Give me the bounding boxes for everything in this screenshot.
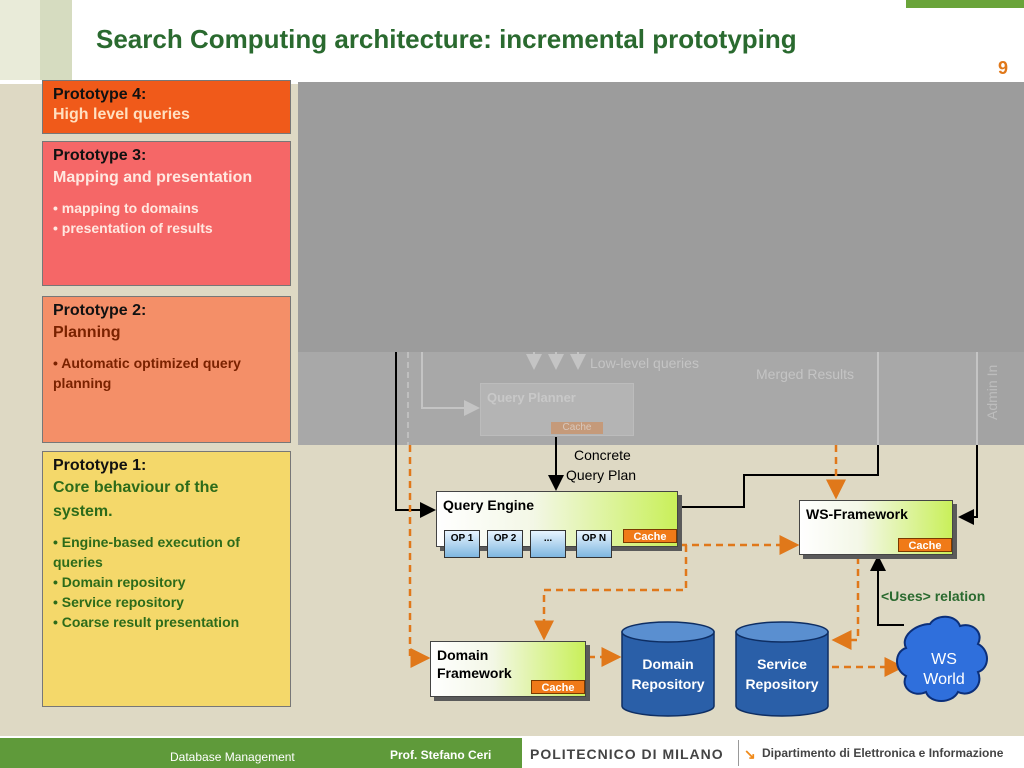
- low-level-queries-label: Low-level queries: [590, 355, 699, 371]
- slide-title: Search Computing architecture: increment…: [96, 24, 797, 54]
- footer-department: Dipartimento di Elettronica e Informazio…: [762, 746, 1004, 760]
- prototype-subtitle: Mapping and presentation: [53, 169, 253, 186]
- service-repository-cylinder: [735, 621, 829, 717]
- side-stripe-accent: [40, 0, 72, 80]
- arrow-icon: ↘: [744, 746, 756, 762]
- hidden-layers-overlay: [298, 82, 1024, 352]
- domain-framework-box: Domain Framework Cache: [430, 641, 586, 697]
- footer-author: Prof. Stefano Ceri: [390, 748, 492, 762]
- query-planner-box: Query Planner Cache: [480, 383, 634, 436]
- bullet-item: • Automatic optimized query planning: [53, 355, 241, 391]
- ws-framework-box: WS-Framework Cache: [799, 500, 953, 555]
- operator-op2: OP 2: [487, 530, 523, 558]
- planner-cache-badge: Cache: [551, 422, 603, 434]
- prototype-3-panel: Prototype 3: Mapping and presentation • …: [42, 141, 291, 286]
- prototype-2-panel: Prototype 2: Planning • Automatic optimi…: [42, 296, 291, 443]
- bullet-item: • Coarse result presentation: [53, 614, 240, 630]
- top-accent-bar: [906, 0, 1024, 8]
- prototype-heading: Prototype 3:: [53, 147, 147, 164]
- hidden-layers-overlay-side: [977, 352, 1024, 445]
- domain-repository-cylinder: [621, 621, 715, 717]
- prototype-bullets: • Automatic optimized query planning: [53, 353, 280, 393]
- ws-world-label: WS World: [923, 651, 965, 688]
- ws-framework-label: WS-Framework: [806, 506, 908, 522]
- prototype-bullets: • Engine-based execution of queries • Do…: [53, 532, 280, 632]
- footer-course: Database Management: [170, 750, 295, 764]
- prototype-subtitle: Planning: [53, 324, 121, 341]
- admin-interface-label: Admin In: [984, 364, 1000, 420]
- side-stripe: [0, 0, 40, 80]
- ws-framework-cache-badge: Cache: [898, 538, 952, 552]
- domain-framework-cache-badge: Cache: [531, 680, 585, 694]
- bullet-item: • mapping to domains: [53, 200, 199, 216]
- merged-results-label: Merged Results: [756, 366, 855, 382]
- hidden-layers-overlay-lower: [298, 352, 977, 445]
- uses-relation-legend: <Uses> relation: [881, 588, 986, 604]
- prototype-heading: Prototype 4:: [53, 86, 147, 103]
- page-number: 9: [997, 58, 1008, 78]
- service-repository-label: Service Repository: [745, 656, 819, 692]
- footer-logo-area: [522, 738, 1024, 768]
- query-engine-cache-badge: Cache: [623, 529, 677, 543]
- prototype-subtitle: Core behaviour of the system.: [53, 479, 219, 520]
- bullet-item: • Service repository: [53, 594, 184, 610]
- prototype-1-panel: Prototype 1: Core behaviour of the syste…: [42, 451, 291, 707]
- prototype-4-panel: Prototype 4: High level queries: [42, 80, 291, 134]
- concrete-label: Concrete: [574, 447, 631, 463]
- prototype-bullets: • mapping to domains • presentation of r…: [53, 198, 280, 238]
- prototype-heading: Prototype 1:: [53, 457, 147, 474]
- operator-op1: OP 1: [444, 530, 480, 558]
- footer-university: POLITECNICO DI MILANO: [530, 746, 724, 762]
- operator-opn: OP N: [576, 530, 612, 558]
- query-engine-label: Query Engine: [443, 497, 535, 513]
- footer-divider: [738, 740, 739, 766]
- domain-repository-label: Domain Repository: [631, 656, 705, 692]
- query-planner-label: Query Planner: [487, 390, 576, 405]
- operator-ellipsis: ...: [530, 530, 566, 558]
- bullet-item: • presentation of results: [53, 220, 213, 236]
- ws-world-cloud: [896, 615, 988, 702]
- bullet-item: • Domain repository: [53, 574, 186, 590]
- prototype-heading: Prototype 2:: [53, 302, 147, 319]
- bullet-item: • Engine-based execution of queries: [53, 534, 240, 570]
- prototype-subtitle: High level queries: [53, 106, 190, 123]
- query-plan-label: Query Plan: [566, 467, 637, 483]
- domain-framework-label: Domain Framework: [437, 647, 512, 681]
